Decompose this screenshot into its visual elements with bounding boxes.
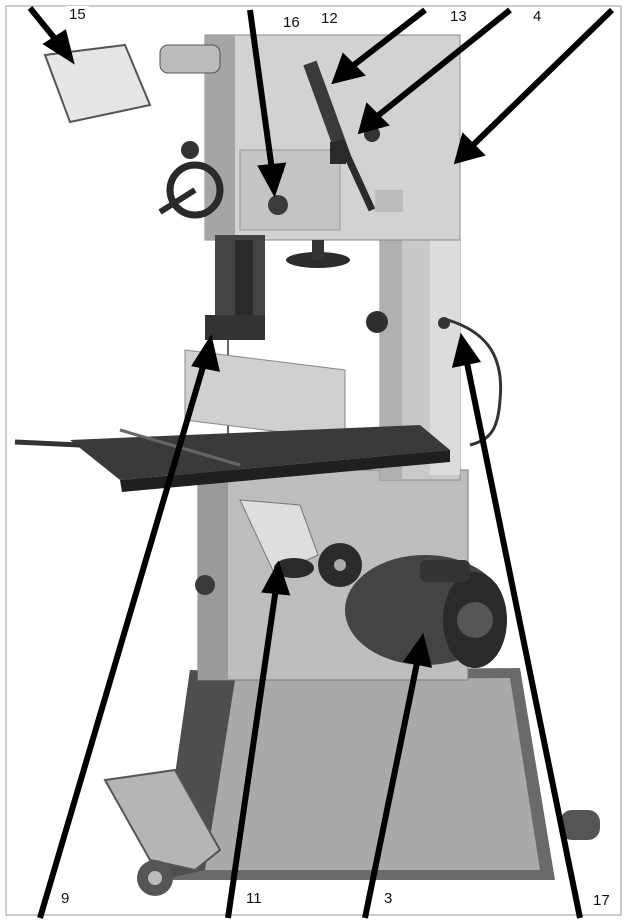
arrow-3-head (402, 632, 433, 668)
lower-housing-shadow (198, 470, 228, 680)
upper-blade-guide (205, 315, 265, 340)
arrow-15-head (42, 29, 75, 65)
height-handwheel (166, 161, 224, 219)
arrow-11-head (261, 560, 291, 596)
tension-shaft (312, 240, 324, 260)
work-table (70, 425, 450, 480)
column-knob (366, 311, 388, 333)
dust-port (239, 499, 319, 576)
bandsaw-illustration (14, 34, 600, 896)
guide-post-rack (235, 240, 253, 330)
arrow-4 (467, 7, 615, 151)
callout-4: 4 (530, 8, 545, 25)
callout-15: 15 (66, 6, 89, 23)
pulley-hub (334, 559, 346, 571)
table-edge (120, 450, 450, 492)
callout-9: 9 (58, 890, 73, 907)
base-front-panel (200, 678, 540, 870)
caster-wheel-right (560, 810, 600, 840)
motor-terminal-box (420, 560, 470, 582)
callout-arrows (27, 6, 615, 919)
callout-3: 3 (381, 890, 396, 907)
arrow-3 (362, 657, 421, 919)
arrow-9 (37, 359, 208, 919)
lower-knob (195, 575, 215, 595)
arrow-16 (247, 9, 275, 171)
arrow-13 (373, 7, 512, 121)
arrow-4-head (453, 132, 486, 165)
figure-frame (5, 5, 622, 916)
foot-pedal (103, 768, 222, 872)
tension-scale (303, 60, 351, 160)
callout-12: 12 (318, 10, 341, 27)
dust-port-opening (274, 558, 314, 578)
callout-16: 16 (280, 14, 303, 31)
arrow-13-head (357, 102, 390, 135)
callout-11: 11 (243, 890, 265, 907)
fence-rail (14, 439, 81, 448)
arrow-17 (463, 357, 583, 919)
upper-arm (159, 44, 221, 74)
power-switch-point (438, 317, 450, 329)
caster-hub-left (148, 871, 162, 885)
arrow-11 (225, 587, 279, 919)
handwheel-handle (158, 187, 197, 215)
tension-knob (268, 195, 288, 215)
arrow-16-head (257, 162, 287, 198)
callout-17: 17 (590, 892, 613, 909)
lever-block (330, 142, 346, 164)
motor-fan (457, 602, 493, 638)
arrow-9-head (191, 334, 220, 372)
upper-panel (239, 149, 341, 231)
arrow-12 (348, 7, 427, 71)
arrow-12-head (331, 52, 366, 85)
power-cable (447, 318, 503, 447)
blade-guard-flap (43, 43, 152, 124)
label-plate (375, 190, 403, 212)
arrow-17-head (451, 332, 482, 368)
callout-13: 13 (447, 8, 470, 25)
upper-adjust-knob (181, 141, 199, 159)
